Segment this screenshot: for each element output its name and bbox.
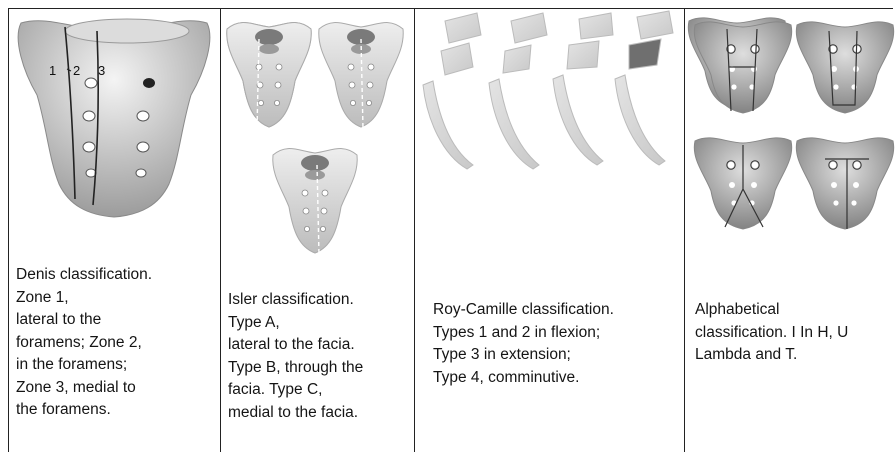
denis-caption: Denis classification.Zone 1,lateral to t… bbox=[16, 264, 152, 422]
caption-line: Lambda and T. bbox=[695, 344, 848, 367]
caption-line: the foramens. bbox=[16, 399, 152, 422]
panel-denis: 1 2 3 Denis classification.Zone 1,latera… bbox=[9, 9, 220, 452]
caption-line: Type A, bbox=[228, 312, 363, 335]
caption-line: medial to the facia. bbox=[228, 402, 363, 425]
panel-alphabetical: Alphabeticalclassification. I In H, ULam… bbox=[685, 9, 895, 452]
caption-line: foramens; Zone 2, bbox=[16, 332, 152, 355]
roy-camille-caption: Roy-Camille classification.Types 1 and 2… bbox=[433, 299, 614, 389]
roy-camille-sagittal-illustrations bbox=[415, 9, 684, 199]
caption-line: Roy-Camille classification. bbox=[433, 299, 614, 322]
alphabetical-caption: Alphabeticalclassification. I In H, ULam… bbox=[695, 299, 848, 367]
zone-label-3: 3 bbox=[98, 63, 105, 78]
caption-line: in the foramens; bbox=[16, 354, 152, 377]
zone-label-2: 2 bbox=[73, 63, 80, 78]
caption-line: Alphabetical bbox=[695, 299, 848, 322]
caption-line: Type B, through the bbox=[228, 357, 363, 380]
zone-label-1: 1 bbox=[49, 63, 56, 78]
panel-isler: Isler classification.Type A,lateral to t… bbox=[221, 9, 414, 452]
caption-line: Types 1 and 2 in flexion; bbox=[433, 322, 614, 345]
caption-line: Type 4, comminutive. bbox=[433, 367, 614, 390]
isler-sacrum-illustrations bbox=[221, 9, 414, 269]
denis-sacrum-illustration: 1 2 3 bbox=[9, 9, 220, 249]
caption-line: Denis classification. bbox=[16, 264, 152, 287]
caption-line: lateral to the bbox=[16, 309, 152, 332]
alphabetical-sacrum-illustrations bbox=[685, 9, 895, 269]
panel-roy-camille: Roy-Camille classification.Types 1 and 2… bbox=[415, 9, 684, 452]
caption-line: lateral to the facia. bbox=[228, 334, 363, 357]
caption-line: classification. I In H, U bbox=[695, 322, 848, 345]
caption-line: Isler classification. bbox=[228, 289, 363, 312]
caption-line: Type 3 in extension; bbox=[433, 344, 614, 367]
caption-line: Zone 3, medial to bbox=[16, 377, 152, 400]
caption-line: facia. Type C, bbox=[228, 379, 363, 402]
caption-line: Zone 1, bbox=[16, 287, 152, 310]
isler-caption: Isler classification.Type A,lateral to t… bbox=[228, 289, 363, 424]
